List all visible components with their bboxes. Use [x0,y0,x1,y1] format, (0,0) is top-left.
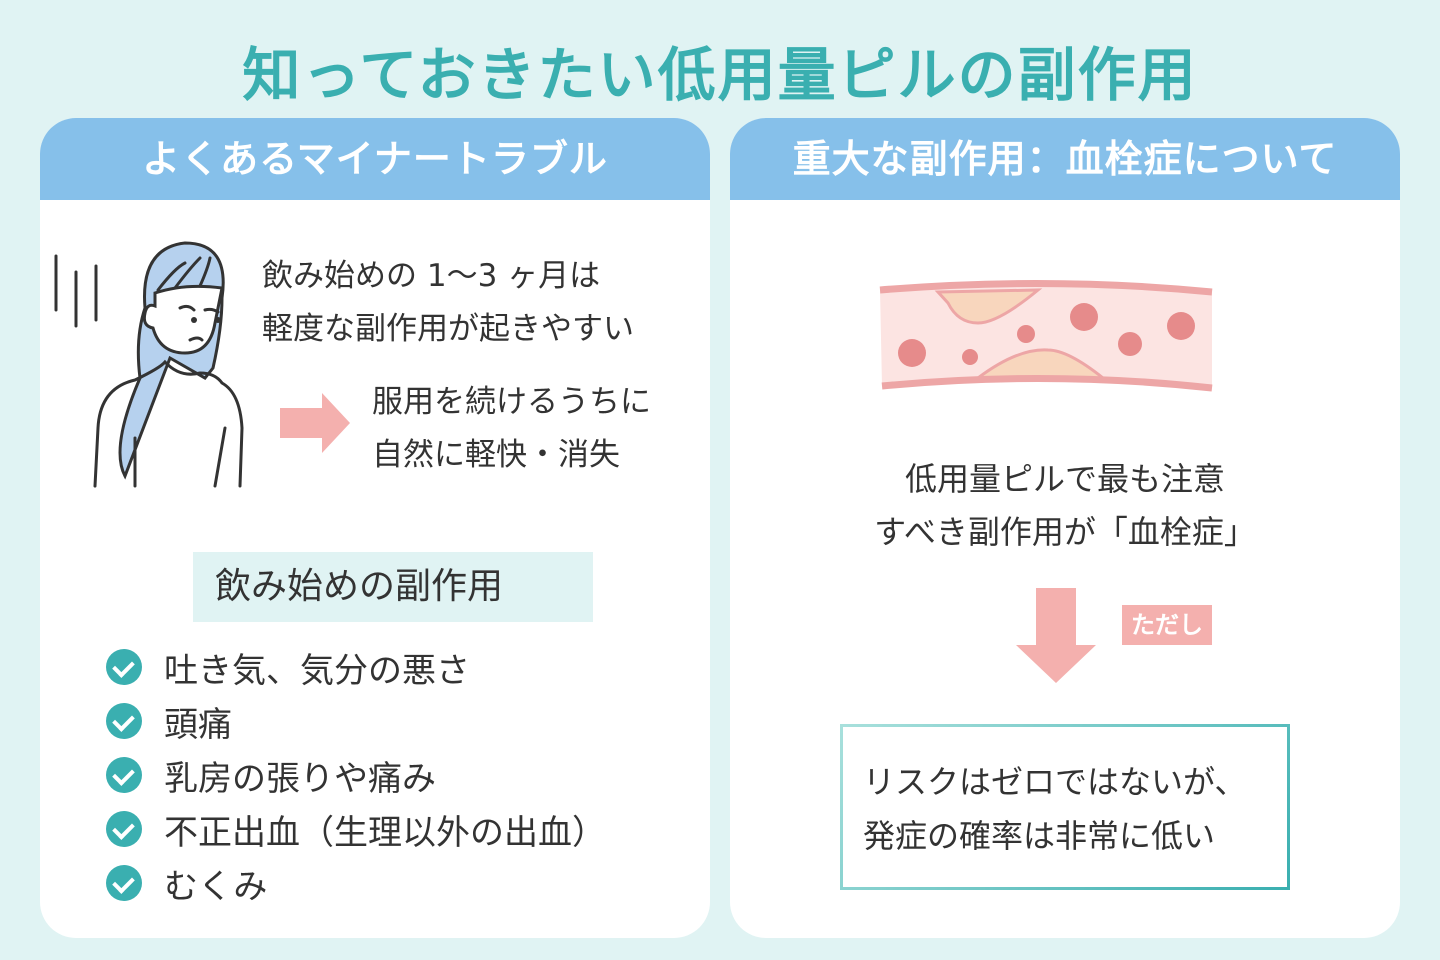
however-badge: ただし [1122,605,1212,645]
card-header: 重大な副作用：血栓症について [730,118,1400,200]
risk-line: リスクはゼロではないが、 [863,763,1247,801]
outcome-line: 服用を続けるうちに [372,384,651,420]
item-label: 不正出血（生理以外の出血） [164,812,606,853]
list-item: むくみ [106,856,606,910]
arrow-down-icon [1016,588,1096,683]
item-label: むくみ [164,866,268,907]
check-icon [106,649,142,685]
worried-woman-illustration [54,241,244,488]
risk-line: 発症の確率は非常に低い [863,817,1216,855]
intro-line: 飲み始めの 1〜3 ヶ月は [262,258,601,294]
outcome-line: 自然に軽快・消失 [372,437,620,473]
caption-line: 低用量ピルで最も注意 [904,460,1225,498]
thrombosis-card: 重大な副作用：血栓症について 低用量ピルで最も注意 すべき副作用が「血栓症」 た… [730,118,1400,938]
page-title: 知っておきたい低用量ピルの副作用 [242,41,1198,109]
caption-line: すべき副作用が「血栓症」 [874,513,1256,551]
list-item: 吐き気、気分の悪さ [106,640,606,694]
thrombosis-caption: 低用量ピルで最も注意 すべき副作用が「血栓症」 [730,453,1400,559]
item-label: 乳房の張りや痛み [164,758,436,799]
arrow-right-icon [280,393,350,453]
check-icon [106,811,142,847]
list-item: 頭痛 [106,694,606,748]
card-header: よくあるマイナートラブル [40,118,710,200]
blood-vessel-illustration [879,279,1213,392]
list-title: 飲み始めの副作用 [193,552,593,622]
outcome-text: 服用を続けるうちに 自然に軽快・消失 [372,376,651,482]
risk-box: リスクはゼロではないが、 発症の確率は非常に低い [840,724,1290,890]
minor-troubles-card: よくあるマイナートラブル 飲み始めの 1〜3 ヶ月は 軽度な副作用が起きやすい … [40,118,710,938]
list-item: 乳房の張りや痛み [106,748,606,802]
intro-line: 軽度な副作用が起きやすい [262,311,634,347]
check-icon [106,865,142,901]
side-effect-list: 吐き気、気分の悪さ 頭痛 乳房の張りや痛み 不正出血（生理以外の出血） むくみ [106,640,606,910]
check-icon [106,703,142,739]
item-label: 吐き気、気分の悪さ [164,650,470,691]
item-label: 頭痛 [164,704,232,745]
list-item: 不正出血（生理以外の出血） [106,802,606,856]
intro-text: 飲み始めの 1〜3 ヶ月は 軽度な副作用が起きやすい [262,250,634,356]
check-icon [106,757,142,793]
